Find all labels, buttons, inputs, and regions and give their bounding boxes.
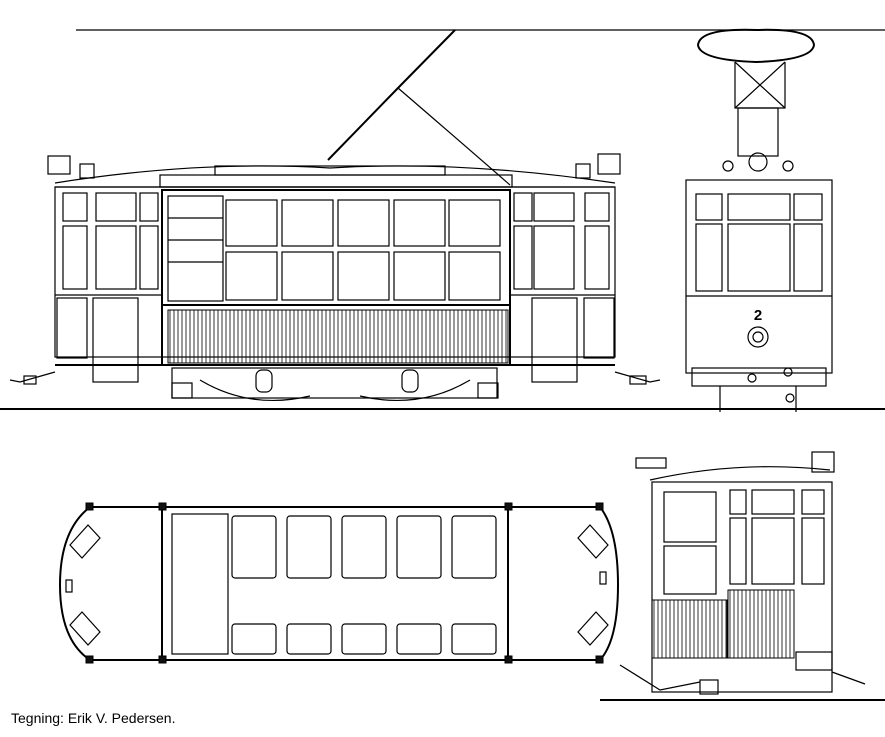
platform-left [55,192,162,383]
wheel-right [359,379,471,401]
lamp-right [575,153,621,179]
lamp-left [47,155,95,179]
trolley-pole [327,29,456,161]
wheel-left [199,379,311,401]
side-elevation [0,29,885,410]
saloon-windows [167,195,501,302]
platform-right [510,192,615,383]
side-panel-fluting [167,309,509,364]
coupler-left [9,371,56,383]
front-elevation: 2 [685,28,833,412]
front-body [685,179,833,374]
plan-view [58,502,620,664]
coupler-right [614,371,661,383]
trolley-head [696,28,816,64]
drawing-credit-caption: Tegning: Erik V. Pedersen. [11,710,176,726]
platform-detail-view [600,451,885,701]
plan-outline [58,506,620,661]
plan-seats [231,515,497,655]
car-number: 2 [754,307,762,324]
trolley-rope [397,87,511,186]
